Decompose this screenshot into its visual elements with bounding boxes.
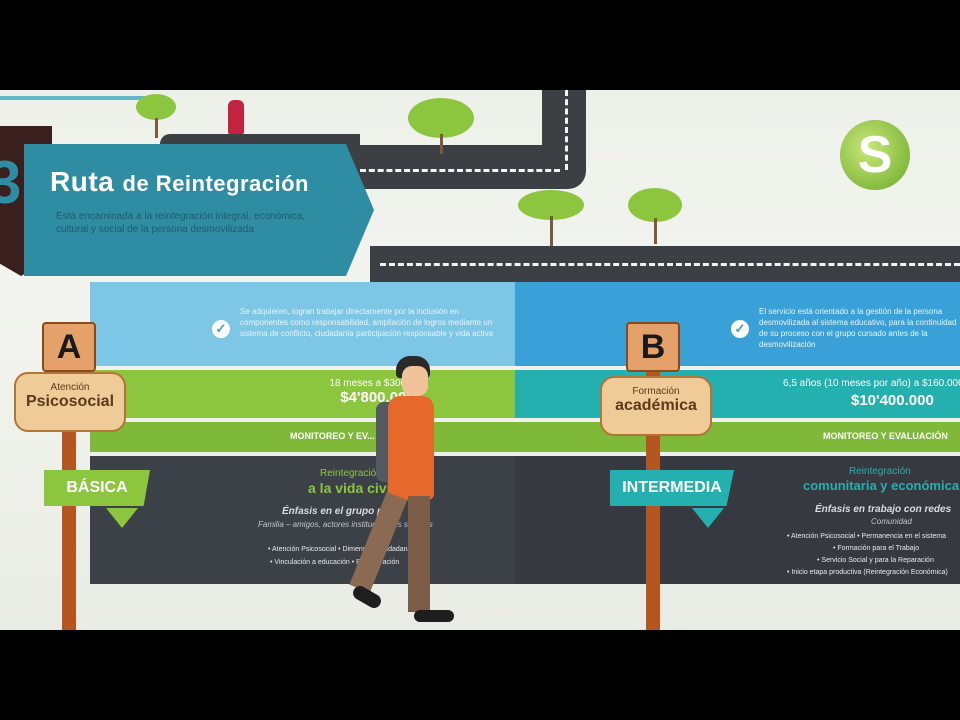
route-b-cost: 6,5 años (10 meses por año) a $160.000 $… — [515, 370, 960, 418]
person-shoe-right — [414, 610, 454, 622]
level-basica-sign: BÁSICA — [44, 470, 150, 506]
level-intermedia-sign: INTERMEDIA — [610, 470, 734, 506]
signpost-a-plank: Atención Psicosocial — [14, 372, 126, 432]
person-torso — [388, 396, 434, 500]
signpost-a-letter: A — [42, 322, 96, 372]
route-a-cost: 18 meses a $300.000 $4'800.000 — [90, 370, 515, 418]
check-icon: ✓ — [731, 320, 749, 338]
person-leg-right — [408, 496, 430, 612]
step-number: 3 — [0, 149, 22, 216]
route-b-goal: Reintegración comunitaria y económica Én… — [515, 456, 960, 584]
road-top — [340, 145, 580, 189]
signpost-b-plank: Formación académica — [600, 376, 712, 436]
route-b-monitoring: MONITOREO Y EVALUACIÓN — [515, 422, 960, 452]
page-title: Ruta de Reintegración — [50, 166, 309, 197]
tree — [518, 190, 584, 220]
tree — [136, 94, 176, 120]
page-subtitle: Está encaminada a la reintegración integ… — [56, 211, 306, 235]
route-a-goal: Reintegración a la vida civil Énfasis en… — [90, 456, 515, 584]
sign-arrow-down-icon — [692, 508, 724, 528]
sign-arrow-down-icon — [106, 508, 138, 528]
route-a-description: ✓ Se adquieren, logran trabajar directam… — [90, 282, 515, 366]
check-icon: ✓ — [212, 320, 230, 338]
logo-icon: S — [840, 120, 910, 190]
road-vertical — [542, 90, 586, 189]
signpost-b-letter: B — [626, 322, 680, 372]
route-b-description: ✓ El servicio está orientado a la gestió… — [515, 282, 960, 366]
person-head — [402, 366, 428, 396]
infographic-frame: S 3 Ruta de Reintegración Está encaminad… — [0, 90, 960, 630]
title-banner — [24, 144, 374, 276]
small-person — [228, 100, 244, 134]
tree — [628, 188, 682, 222]
tree — [408, 98, 474, 138]
route-a-monitoring: MONITOREO Y EV... — [90, 422, 515, 452]
